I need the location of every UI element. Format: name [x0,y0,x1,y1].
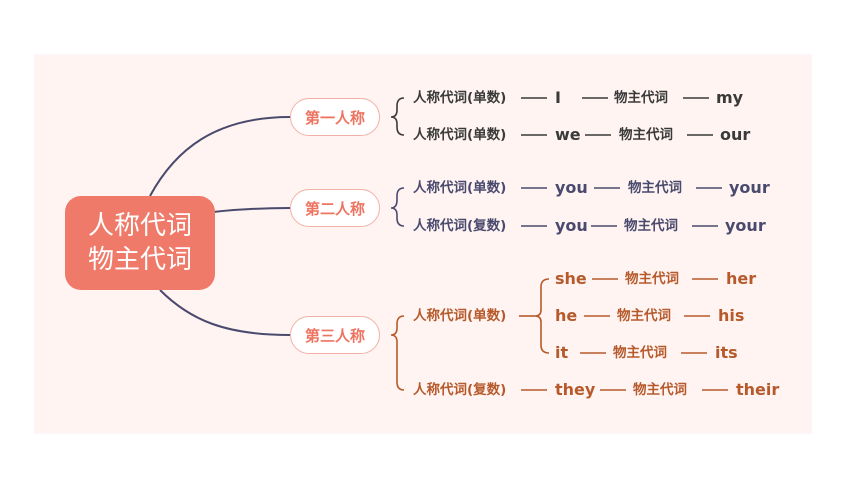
pronoun-word: he [555,306,578,325]
possessive-word: my [716,88,744,107]
possessive-label: 物主代词 [613,345,667,361]
possessive-label: 物主代词 [619,127,673,143]
possessive-word: your [725,216,766,235]
possessive-word: its [715,343,738,362]
pronoun-word: it [555,343,569,362]
pronoun-word: we [555,125,581,144]
row-type-label: 人称代词(复数) [413,218,507,234]
row-type-label: 人称代词(单数) [413,90,507,106]
root-line2: 物主代词 [87,245,192,275]
branch-second-person: 第二人称 [290,189,380,227]
pronoun-word: she [555,269,587,288]
branch-third-person: 第三人称 [290,316,380,354]
possessive-label: 物主代词 [628,180,682,196]
possessive-word: our [720,125,751,144]
row-type-label: 人称代词(复数) [413,382,507,398]
root-node: 人称代词 物主代词 [65,196,215,290]
possessive-word: her [726,269,757,288]
possessive-label: 物主代词 [614,90,668,106]
branch-first-person: 第一人称 [290,98,380,136]
pronoun-word: I [555,88,561,107]
row-type-label: 人称代词(单数) [413,308,507,324]
possessive-label: 物主代词 [633,382,687,398]
possessive-word: your [729,178,770,197]
pronoun-word: they [555,380,596,399]
root-line1: 人称代词 [87,211,192,241]
possessive-word: their [736,380,780,399]
possessive-label: 物主代词 [625,271,679,287]
possessive-label: 物主代词 [624,218,678,234]
row-type-label: 人称代词(单数) [413,127,507,143]
row-type-label: 人称代词(单数) [413,180,507,196]
pronoun-word: you [555,178,588,197]
pronoun-word: you [555,216,588,235]
possessive-label: 物主代词 [617,308,671,324]
possessive-word: his [718,306,745,325]
